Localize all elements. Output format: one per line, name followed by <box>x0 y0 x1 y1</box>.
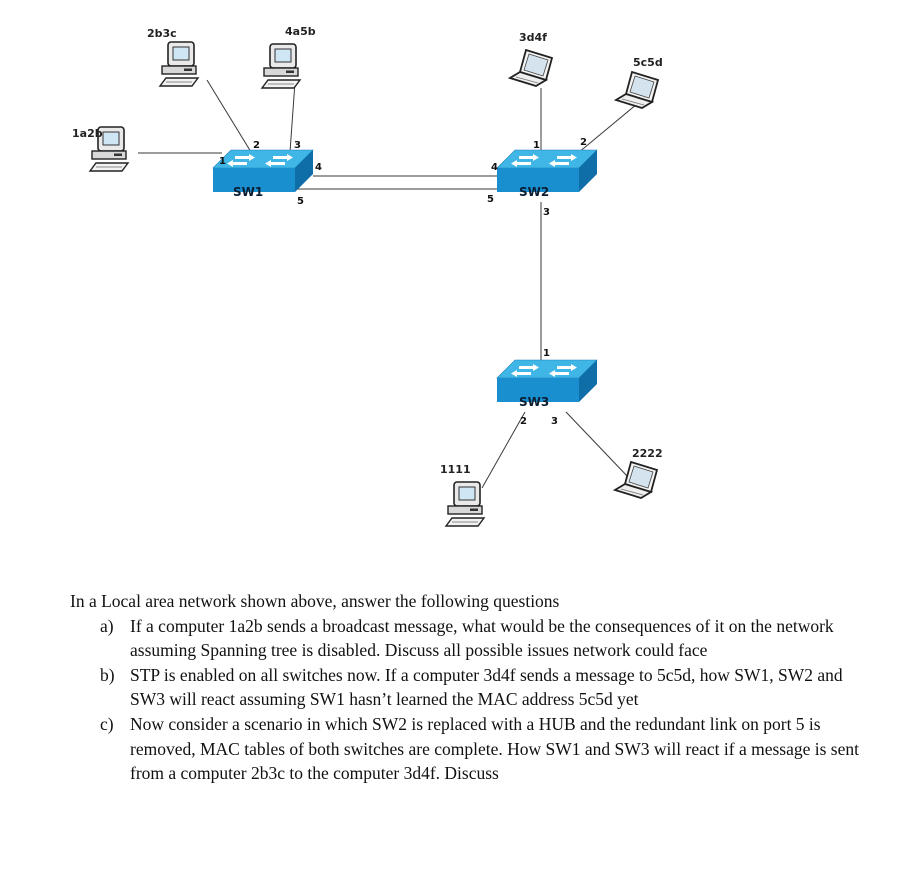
host-label-2b3c: 2b3c <box>147 27 177 40</box>
host-label-3d4f: 3d4f <box>519 31 547 44</box>
port-label: 2 <box>520 416 527 427</box>
port-label: 5 <box>297 196 304 207</box>
port-label: 1 <box>543 348 550 359</box>
sw2-label: SW2 <box>519 185 549 199</box>
desktop-icon <box>159 41 199 87</box>
port-label: 5 <box>487 194 494 205</box>
sw3-label: SW3 <box>519 395 549 409</box>
port-label: 4 <box>315 162 322 173</box>
list-item: a) If a computer 1a2b sends a broadcast … <box>70 614 870 663</box>
sw1-label: SW1 <box>233 185 263 199</box>
question-text: Now consider a scenario in which SW2 is … <box>130 713 859 784</box>
question-text: If a computer 1a2b sends a broadcast mes… <box>130 615 834 661</box>
host-label-1111: 1111 <box>440 463 471 476</box>
laptop-icon <box>509 49 553 87</box>
list-marker: b) <box>100 664 115 685</box>
host-label-4a5b: 4a5b <box>285 25 316 38</box>
port-label: 2 <box>253 140 260 151</box>
port-label: 2 <box>580 137 587 148</box>
port-label: 1 <box>533 140 540 151</box>
questions-intro: In a Local area network shown above, ans… <box>70 591 560 611</box>
link-4a5b-sw1 <box>289 81 296 153</box>
desktop-icon <box>445 481 485 527</box>
question-text: STP is enabled on all switches now. If a… <box>130 664 843 710</box>
questions-block: In a Local area network shown above, ans… <box>70 589 870 786</box>
list-marker: a) <box>100 615 114 636</box>
host-label-2222: 2222 <box>632 447 663 460</box>
question-list: a) If a computer 1a2b sends a broadcast … <box>70 614 870 786</box>
link-2b3c-sw1 <box>206 79 252 153</box>
port-label: 4 <box>491 162 498 173</box>
port-label: 3 <box>551 416 558 427</box>
list-marker: c) <box>100 713 114 734</box>
network-diagram: SW1 SW2 SW3 1a2b 2b3c 4a5b 3d4f 5c5d 111… <box>72 25 663 527</box>
list-item: b) STP is enabled on all switches now. I… <box>70 663 870 712</box>
port-label: 3 <box>543 207 550 218</box>
laptop-icon <box>614 461 658 499</box>
port-label: 3 <box>294 140 301 151</box>
host-label-5c5d: 5c5d <box>633 56 663 69</box>
desktop-icon <box>261 43 301 89</box>
port-label: 1 <box>219 156 226 167</box>
link-2222-sw3 <box>565 411 630 479</box>
link-5c5d-sw2 <box>577 103 638 154</box>
link-1111-sw3 <box>481 411 526 489</box>
laptop-icon <box>615 71 659 109</box>
host-label-1a2b: 1a2b <box>72 127 103 140</box>
list-item: c) Now consider a scenario in which SW2 … <box>70 712 870 786</box>
